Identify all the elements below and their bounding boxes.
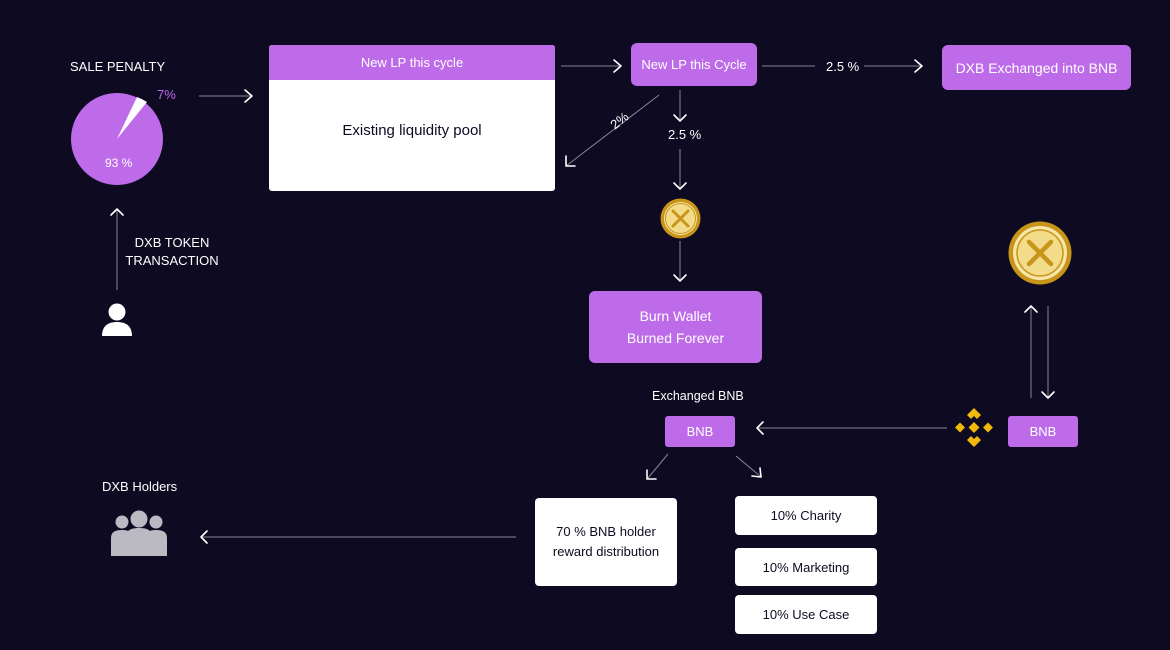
token-transaction-line2: TRANSACTION: [125, 253, 219, 268]
allocation-charity: 10% Charity: [735, 496, 877, 535]
holders-label: DXB Holders: [102, 479, 178, 494]
burn-wallet-line1: Burn Wallet: [639, 308, 712, 324]
pct-label-down: 2.5 %: [668, 127, 702, 142]
pie-label-7: 7%: [157, 87, 176, 102]
dxb-coin-icon: [660, 198, 701, 239]
reward-distribution-box: 70 % BNB holder reward distribution: [535, 498, 677, 586]
lp-box-header: New LP this cycle: [269, 45, 555, 80]
token-transaction-label: DXB TOKEN TRANSACTION: [112, 234, 232, 270]
lp-box-body: Existing liquidity pool: [342, 122, 482, 139]
lp-box: New LP this cycle Existing liquidity poo…: [269, 45, 555, 191]
reward-line2: reward distribution: [552, 544, 660, 559]
new-lp-cycle-box: New LP this Cycle: [631, 43, 757, 86]
burn-wallet-line2: Burned Forever: [626, 330, 725, 346]
pie-label-93: 93 %: [105, 156, 133, 170]
dxb-coin-large-icon: [1008, 221, 1072, 285]
bnb-right-box: BNB: [1008, 416, 1078, 447]
token-transaction-line1: DXB TOKEN: [134, 235, 210, 250]
binance-icon: [955, 408, 993, 447]
exchanged-bnb-label: Exchanged BNB: [652, 389, 744, 403]
pct-label-right: 2.5 %: [826, 59, 860, 74]
allocation-marketing: 10% Marketing: [735, 548, 877, 586]
allocation-use-case: 10% Use Case: [735, 595, 877, 634]
sale-penalty-title: SALE PENALTY: [70, 59, 166, 74]
pie-slice-7: [117, 97, 147, 139]
exchanged-into-bnb-box: DXB Exchanged into BNB: [942, 45, 1131, 90]
users-icon: [111, 510, 167, 556]
user-icon: [102, 303, 132, 336]
bnb-left-box: BNB: [665, 416, 735, 447]
burn-wallet-box: Burn Wallet Burned Forever: [589, 291, 762, 363]
penalty-pie-chart: [71, 93, 163, 185]
reward-line1: 70 % BNB holder: [556, 524, 656, 539]
